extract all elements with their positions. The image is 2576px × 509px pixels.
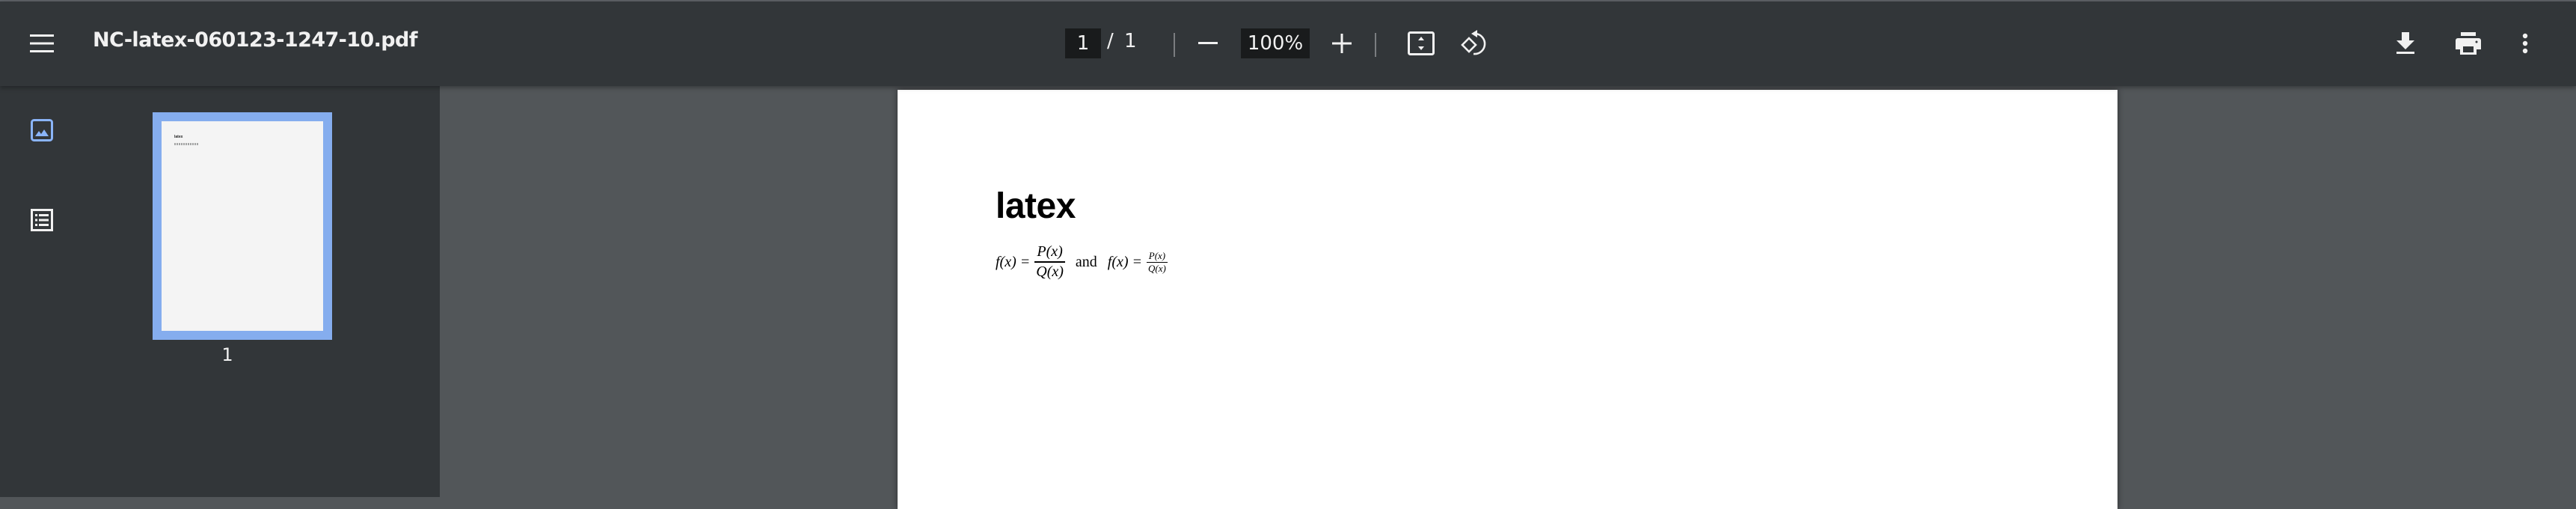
page-number-input[interactable]: [1065, 28, 1101, 58]
menu-button[interactable]: [18, 19, 66, 67]
fraction-denominator: Q(x): [1148, 262, 1166, 274]
download-button[interactable]: [2382, 19, 2429, 67]
pdf-toolbar: NC-latex-060123-1247-10.pdf / 1: [0, 1, 2576, 86]
formula-lhs-1: f(x) =: [996, 253, 1031, 270]
document-title: NC-latex-060123-1247-10.pdf: [93, 28, 417, 52]
fit-to-page-icon: [1408, 31, 1435, 55]
toolbar-divider: [1174, 33, 1175, 57]
fraction-numerator: P(x): [1037, 243, 1063, 260]
rotate-button[interactable]: [1451, 19, 1499, 67]
fit-to-page-button[interactable]: [1397, 19, 1445, 67]
page-separator: /: [1107, 30, 1114, 52]
math-formula: f(x) = P(x) Q(x) and f(x) = P(x) Q(x): [996, 240, 1172, 284]
thumbnail-formula-preview: [174, 143, 199, 145]
more-vertical-icon: [2522, 33, 2528, 54]
formula-connector: and: [1075, 253, 1097, 270]
total-pages: 1: [1124, 30, 1137, 52]
formula-lhs-2: f(x) =: [1107, 253, 1143, 270]
thumbnail-heading: latex: [174, 135, 183, 139]
zoom-level-input[interactable]: [1241, 28, 1310, 58]
window-top-edge: [0, 0, 2576, 1]
download-icon: [2396, 32, 2414, 54]
fraction-denominator: Q(x): [1036, 263, 1064, 280]
thumbnail-sidebar: latex 1: [0, 86, 440, 497]
thumbnail-page-preview: latex: [162, 121, 323, 331]
toolbar-divider: [1375, 33, 1376, 57]
inline-fraction: P(x) Q(x): [1147, 251, 1168, 273]
thumbnails-view-button[interactable]: [21, 109, 63, 151]
display-fraction: P(x) Q(x): [1034, 244, 1065, 280]
fraction-numerator: P(x): [1148, 249, 1166, 261]
more-actions-button[interactable]: [2501, 19, 2549, 67]
fraction-bar: [1147, 261, 1168, 263]
page-thumbnail-1[interactable]: latex: [153, 112, 332, 340]
plus-icon: [1332, 34, 1352, 53]
minus-icon: [1198, 42, 1218, 44]
print-icon: [2456, 32, 2481, 55]
thumbnail-page-label: 1: [221, 344, 233, 365]
print-button[interactable]: [2444, 19, 2492, 67]
zoom-out-button[interactable]: [1184, 19, 1232, 67]
pdf-page-1: latex f(x) = P(x) Q(x) and f(x) = P(x) Q…: [898, 90, 2117, 509]
document-heading: latex: [996, 186, 1076, 226]
document-viewer[interactable]: latex f(x) = P(x) Q(x) and f(x) = P(x) Q…: [440, 86, 2576, 509]
image-icon: [31, 119, 53, 141]
hamburger-menu-icon: [30, 34, 54, 52]
rotate-counterclockwise-icon: [1461, 30, 1486, 55]
zoom-in-button[interactable]: [1318, 19, 1366, 67]
list-icon: [31, 209, 53, 231]
outline-view-button[interactable]: [21, 199, 63, 241]
fraction-bar: [1034, 261, 1065, 263]
